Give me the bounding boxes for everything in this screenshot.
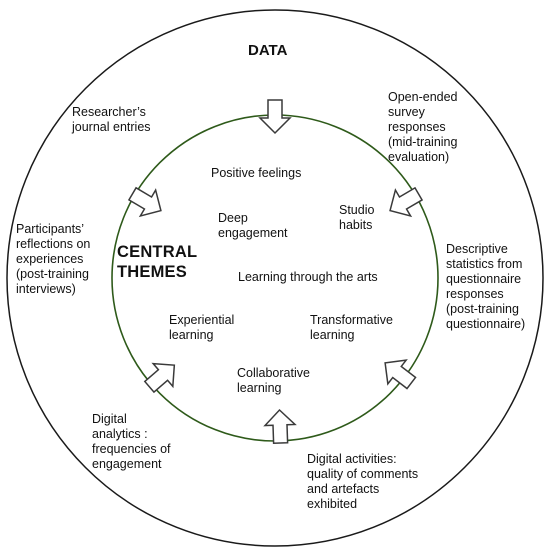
theme-transformative-learning: Transformative learning (310, 313, 393, 342)
diagram-title: DATA (248, 42, 288, 59)
data-source-digital-activities: Digital activities: quality of comments … (307, 452, 419, 511)
theme-collaborative-learning: Collaborative learning (237, 366, 310, 395)
data-source-researcher-journal: Researcher’s journal entries (72, 105, 151, 134)
data-source-participants-reflections: Participants’ reflections on experiences… (16, 222, 91, 296)
arrows-group (127, 99, 424, 445)
data-source-survey-responses: Open-ended survey responses (mid-trainin… (388, 90, 458, 164)
central-themes-label: CENTRAL THEMES (117, 243, 198, 281)
theme-deep-engagement: Deep engagement (218, 211, 288, 240)
arrow-top-icon (258, 99, 292, 135)
arrow-lower-left-icon (143, 362, 176, 394)
theme-positive-feelings: Positive feelings (211, 166, 302, 180)
arrow-upper-left-icon (127, 186, 162, 218)
theme-studio-habits: Studio habits (339, 203, 375, 232)
data-source-digital-analytics: Digital analytics : frequencies of engag… (92, 412, 171, 471)
data-source-descriptive-statistics: Descriptive statistics from questionnair… (446, 242, 526, 331)
theme-experiential-learning: Experiential learning (169, 313, 235, 342)
outer-circle (6, 9, 544, 547)
theme-learning-through-arts: Learning through the arts (238, 270, 378, 284)
arrow-bottom-icon (263, 408, 297, 445)
arrow-lower-right-icon (384, 359, 417, 390)
arrow-upper-right-icon (389, 186, 424, 218)
